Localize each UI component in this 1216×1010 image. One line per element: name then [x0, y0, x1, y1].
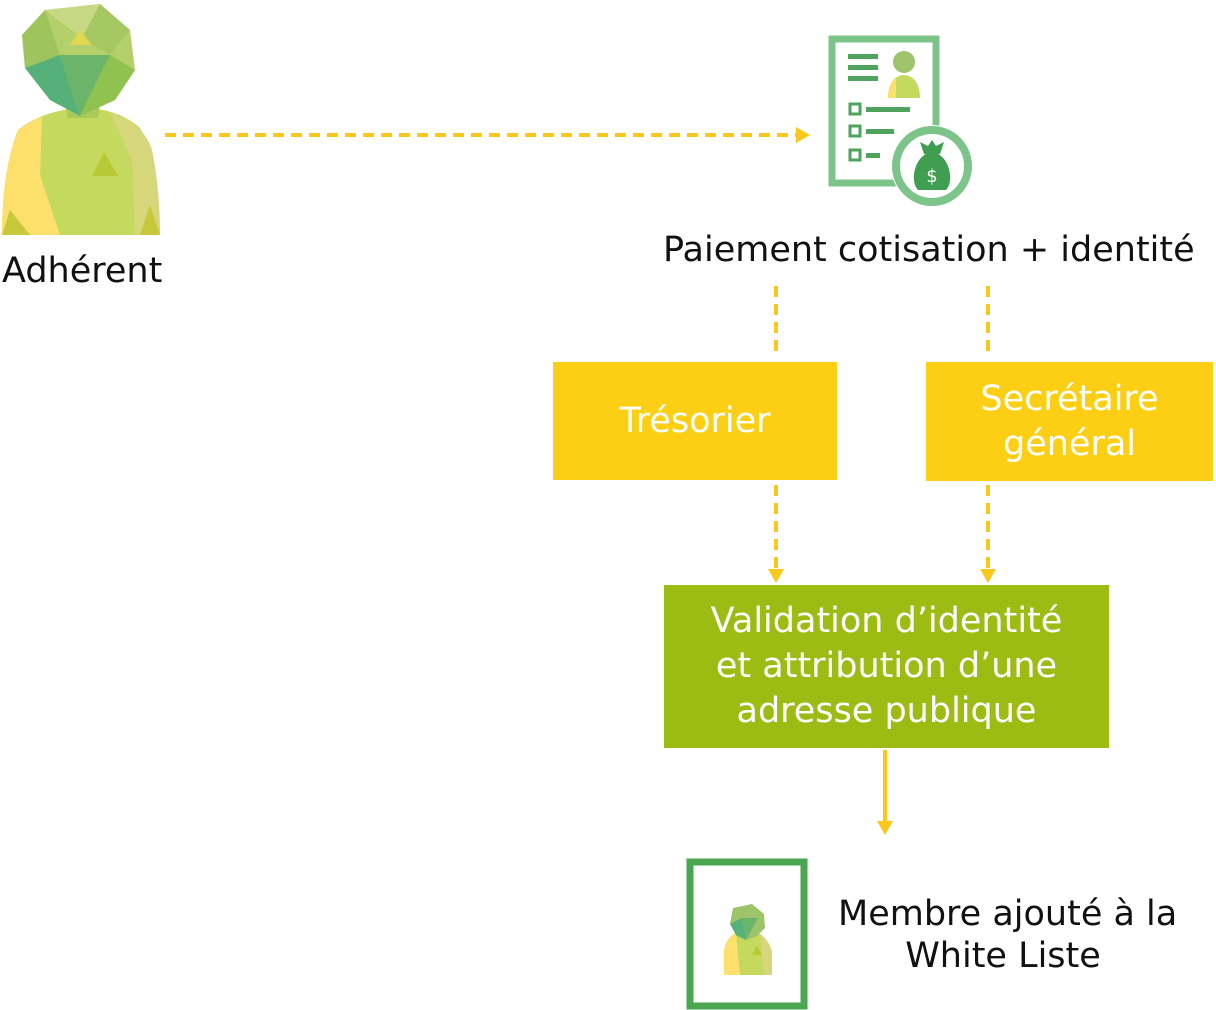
tresorier-box: Trésorier [553, 362, 837, 480]
arrowhead-secretaire-to-validation [980, 569, 996, 583]
membre-label-line1: Membre ajouté à la [838, 894, 1178, 934]
membre-label-line2: White Liste [905, 936, 1101, 976]
tresorier-label: Trésorier [619, 400, 771, 441]
arrowhead-adherent-to-payment [796, 127, 810, 143]
validation-label-line2: et attribution d’une [715, 646, 1058, 686]
validation-label-line3: adresse publique [736, 691, 1037, 731]
validation-label-line1: Validation d’identité [710, 601, 1063, 641]
svg-text:$: $ [926, 166, 937, 187]
membre-label: Membre ajouté à la White Liste [838, 893, 1178, 977]
adherent-label: Adhérent [2, 251, 163, 291]
secretaire-label-line2: général [1002, 423, 1137, 464]
secretaire-box: Secrétaire général [926, 362, 1213, 481]
arrowhead-tresorier-to-validation [768, 569, 784, 583]
payment-label: Paiement cotisation + identité [663, 230, 1195, 270]
secretaire-label-line1: Secrétaire [980, 378, 1159, 419]
validation-box: Validation d’identité et attribution d’u… [664, 585, 1109, 748]
arrowhead-validation-to-membre [877, 821, 893, 835]
